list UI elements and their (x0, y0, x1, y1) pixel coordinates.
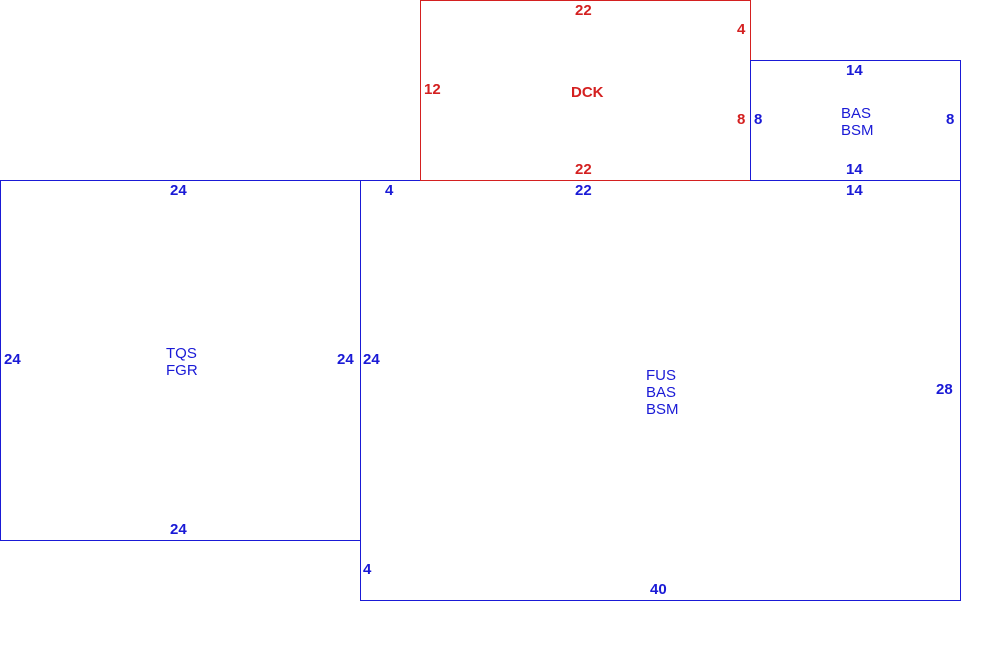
tqs-dim-left: 24 (4, 351, 21, 368)
tqs-area-codes: TQS FGR (166, 345, 198, 379)
dck-dim-right-lower: 8 (737, 111, 746, 128)
main-dim-left-lower: 4 (363, 561, 372, 578)
dck-dim-left: 12 (424, 81, 441, 98)
dck-code: DCK (571, 84, 604, 101)
bas-dim-right: 8 (946, 111, 955, 128)
main-area-codes: FUS BAS BSM (646, 367, 679, 418)
tqs-dim-top: 24 (170, 182, 187, 199)
tqs-code-1: TQS (166, 345, 197, 362)
bas-area-codes: BAS BSM (841, 105, 874, 139)
main-dim-right: 28 (936, 381, 953, 398)
dck-dim-top: 22 (575, 2, 592, 19)
main-code-1: FUS (646, 367, 676, 384)
main-dim-top-c: 14 (846, 182, 863, 199)
tqs-dim-bottom: 24 (170, 521, 187, 538)
main-dim-left-upper: 24 (363, 351, 380, 368)
bas-code-2: BSM (841, 122, 874, 139)
tqs-code-2: FGR (166, 362, 198, 379)
main-dim-top-a: 4 (385, 182, 394, 199)
bas-dim-top: 14 (846, 62, 863, 79)
main-dim-top-b: 22 (575, 182, 592, 199)
bas-area-outline (750, 60, 961, 181)
main-code-2: BAS (646, 384, 677, 401)
dck-dim-right-upper: 4 (737, 21, 746, 38)
main-code-3: BSM (646, 401, 679, 418)
dck-dim-bottom: 22 (575, 161, 592, 178)
tqs-dim-right: 24 (337, 351, 354, 368)
main-dim-bottom: 40 (650, 581, 667, 598)
bas-dim-left: 8 (754, 111, 763, 128)
bas-dim-bottom: 14 (846, 161, 863, 178)
bas-code-1: BAS (841, 105, 872, 122)
